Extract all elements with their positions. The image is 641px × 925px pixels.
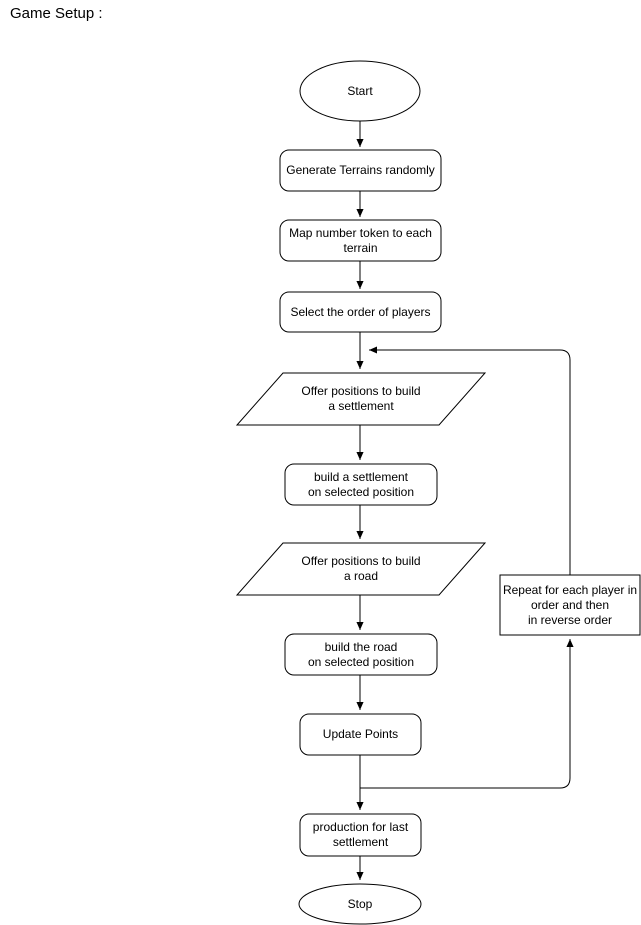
start-node <box>299 60 421 122</box>
build-settlement-node <box>284 463 438 506</box>
select-order-node <box>279 291 442 333</box>
page-title: Game Setup : <box>10 5 103 22</box>
repeat-note-node <box>499 574 641 636</box>
production-last-settlement-node <box>299 813 422 857</box>
offer-settlement-positions-node <box>235 372 487 426</box>
offer-road-positions-node <box>235 542 487 596</box>
update-points-node <box>299 713 422 756</box>
build-road-node <box>284 633 438 676</box>
map-number-token-node <box>279 219 442 262</box>
stop-node <box>298 883 422 925</box>
generate-terrains-node <box>279 149 442 192</box>
edge-repeat-note-to-merge <box>369 346 571 575</box>
edge-loop-up-to-repeat-note <box>360 639 574 789</box>
